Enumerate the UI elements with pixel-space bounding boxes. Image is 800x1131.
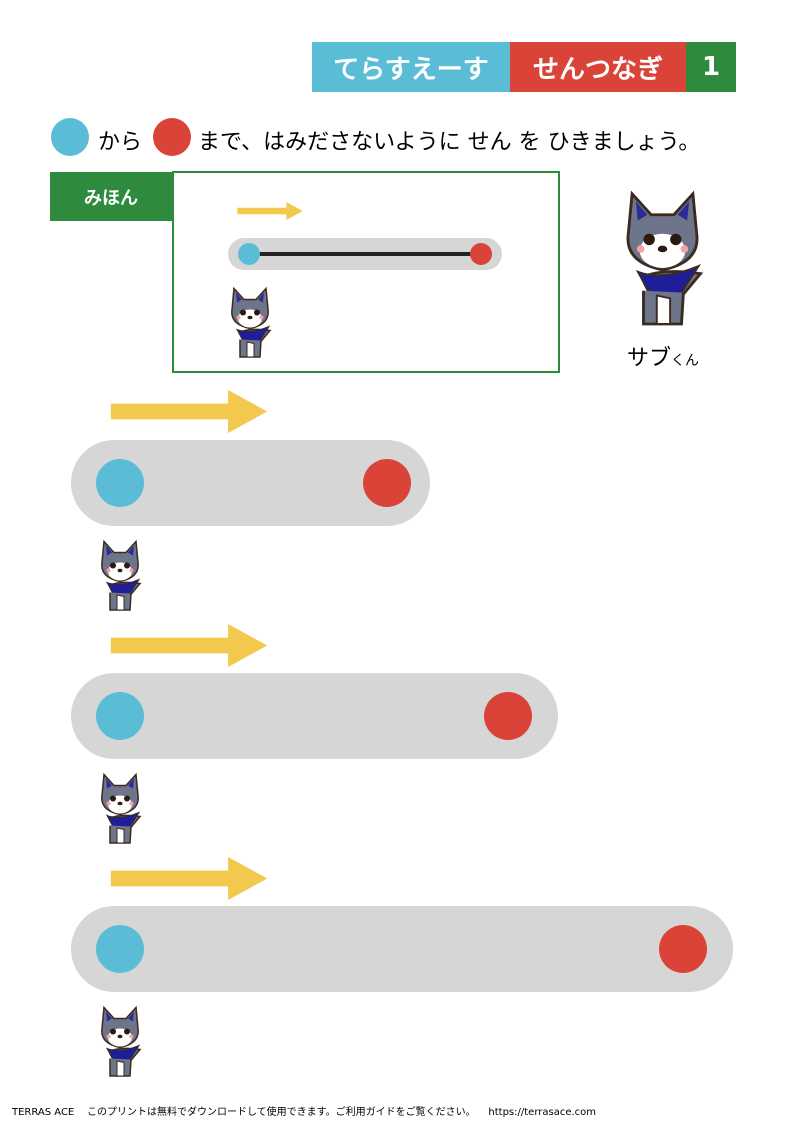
end-dot	[470, 243, 492, 265]
start-dot	[96, 459, 144, 507]
end-dot	[363, 459, 411, 507]
worksheet-title: せんつなぎ	[510, 42, 686, 92]
arrow-icon	[237, 202, 303, 220]
start-dot	[96, 925, 144, 973]
instruction-text: まで、はみださないように せん を ひきましょう。	[198, 130, 701, 155]
dog-character-icon	[615, 185, 710, 330]
character-name-text: サブ	[627, 346, 672, 371]
trace-track[interactable]	[71, 673, 558, 759]
sample-label: みほん	[50, 172, 172, 221]
footer-brand: TERRAS ACE	[12, 1107, 75, 1118]
character-suffix: くん	[671, 353, 700, 369]
footer: TERRAS ACE このプリントは無料でダウンロードして使用できます。ご利用ガ…	[12, 1103, 596, 1118]
arrow-icon	[110, 857, 268, 900]
end-dot	[484, 692, 532, 740]
start-dot	[238, 243, 260, 265]
instruction-from: から	[98, 130, 143, 155]
dog-icon	[95, 770, 145, 846]
dog-icon	[95, 537, 145, 613]
series-title: てらすえーす	[312, 42, 510, 92]
arrow-icon	[110, 624, 268, 667]
worksheet-number: 1	[686, 42, 736, 92]
start-dot	[96, 692, 144, 740]
footer-note: このプリントは無料でダウンロードして使用できます。ご利用ガイドをご覧ください。	[86, 1107, 476, 1118]
dog-icon	[225, 284, 275, 360]
character-name: サブくん	[627, 340, 699, 372]
blue-dot-icon	[51, 118, 89, 156]
red-dot-icon	[153, 118, 191, 156]
sample-box	[172, 171, 560, 373]
dog-icon	[95, 1003, 145, 1079]
sample-line	[249, 252, 481, 256]
end-dot	[659, 925, 707, 973]
trace-track[interactable]	[71, 906, 733, 992]
arrow-icon	[110, 390, 268, 433]
footer-link[interactable]: https://terrasace.com	[488, 1107, 597, 1118]
